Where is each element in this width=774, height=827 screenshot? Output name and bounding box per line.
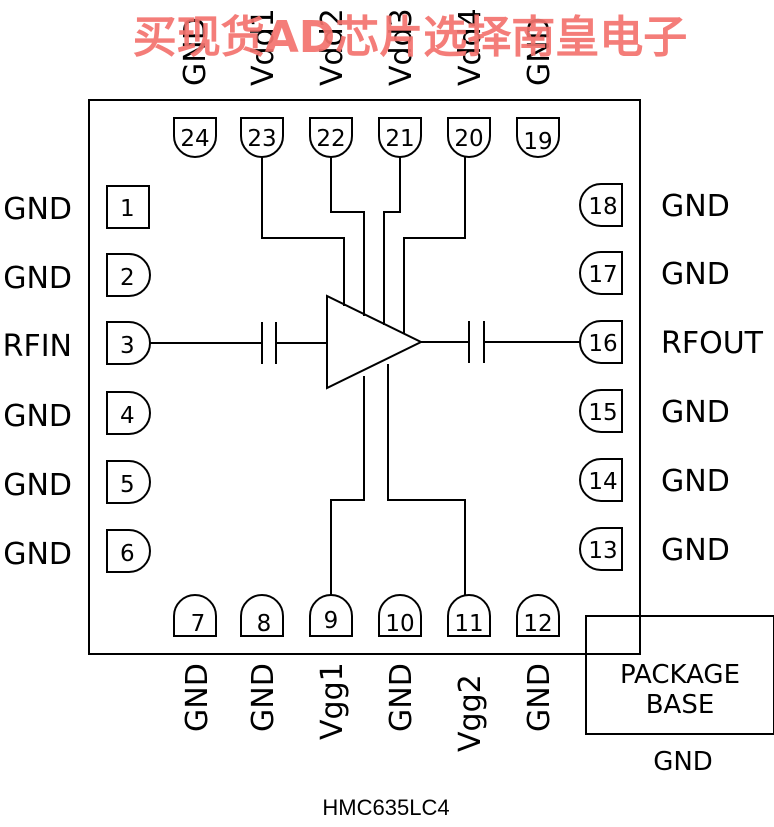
pin-1-number: 1 [120, 196, 135, 222]
pin-22-label: Vdd2 [315, 8, 350, 86]
pin-9-pad [309, 594, 353, 637]
pin-1-pad [106, 185, 150, 229]
pin-7-number: 7 [191, 611, 206, 637]
pin-2-pad [106, 253, 151, 297]
pin-20-pad [447, 117, 491, 158]
pin-5-number: 5 [120, 472, 135, 498]
internal-wiring [149, 152, 580, 596]
pin-13-label: GND [661, 533, 730, 568]
pin-17-label: GND [661, 257, 730, 292]
pin-4-pad [106, 391, 151, 435]
pin-21-number: 21 [385, 126, 414, 152]
pin-12-number: 12 [523, 611, 552, 637]
pin-20-label: Vdd4 [453, 8, 488, 86]
pin-18-number: 18 [588, 194, 617, 220]
pin-13-number: 13 [588, 538, 617, 564]
pin-8-number: 8 [257, 611, 272, 637]
pin-6-pad [106, 529, 151, 573]
pin-9-label: Vgg1 [315, 662, 350, 740]
pin-11-number: 11 [454, 611, 483, 637]
pin-15-number: 15 [588, 400, 617, 426]
pin-7-pad [173, 594, 217, 637]
pin-4-label: GND [3, 399, 72, 434]
left-pins: 1 2 3 4 5 6 GND GND RFIN GND GND GND [3, 185, 151, 573]
pin-11-label: Vgg2 [453, 674, 488, 752]
pin-15-label: GND [661, 395, 730, 430]
package-base-gnd: GND [653, 747, 713, 777]
pin-23-label: Vdd1 [246, 8, 281, 86]
pin-14-label: GND [661, 464, 730, 499]
pin-12-pad [516, 594, 560, 637]
pin-10-label: GND [384, 663, 419, 732]
pin-24-pad [173, 117, 217, 158]
top-pins: 24 23 22 21 20 19 GND Vdd1 Vdd2 Vdd3 Vdd… [173, 8, 560, 158]
pin-16-number: 16 [588, 331, 617, 357]
pin-2-label: GND [3, 261, 72, 296]
pin-19-pad [516, 117, 560, 158]
pin-21-pad [378, 117, 422, 158]
pin-1-label: GND [3, 192, 72, 227]
pin-17-pad [579, 251, 623, 295]
package-base-line2: BASE [646, 690, 715, 720]
pin-19-label: GND [522, 17, 557, 86]
pin-4-number: 4 [120, 403, 135, 429]
pin-14-number: 14 [588, 469, 617, 495]
pin-6-number: 6 [120, 541, 135, 567]
pin-10-number: 10 [385, 611, 414, 637]
pin-23-pad [240, 117, 284, 158]
pin-7-label: GND [180, 663, 215, 732]
pin-14-pad [579, 458, 623, 502]
pin-8-label: GND [246, 663, 281, 732]
pin-5-label: GND [3, 468, 72, 503]
package-base-box [585, 615, 774, 735]
pin-10-pad [378, 594, 422, 637]
pin-5-pad [106, 460, 151, 504]
right-pins: 18 17 16 15 14 13 GND GND RFOUT GND GND … [579, 183, 764, 571]
pin-21-label: Vdd3 [384, 8, 419, 86]
pin-22-pad [309, 117, 353, 158]
pin-19-number: 19 [523, 129, 552, 155]
pin-3-label: RFIN [3, 329, 72, 364]
pin-13-pad [579, 527, 623, 571]
bottom-pins: 7 8 9 10 11 12 GND GND Vgg1 GND Vgg2 GND [173, 594, 560, 752]
pin-2-number: 2 [120, 265, 135, 291]
pin-24-label: GND [178, 17, 213, 86]
pin-12-label: GND [522, 663, 557, 732]
pin-16-pad [579, 320, 623, 364]
pin-18-pad [579, 183, 623, 227]
pin-8-pad [240, 594, 284, 637]
pin-3-number: 3 [120, 333, 135, 359]
package-base-line1: PACKAGE [620, 660, 740, 690]
pin-18-label: GND [661, 189, 730, 224]
pin-24-number: 24 [180, 126, 209, 152]
part-number: HMC635LC4 [322, 795, 449, 820]
pin-16-label: RFOUT [661, 326, 764, 361]
pin-11-pad [447, 594, 491, 637]
pin-9-number: 9 [324, 608, 339, 634]
amplifier-symbol [326, 294, 424, 390]
pin-15-pad [579, 389, 623, 433]
pin-22-number: 22 [316, 126, 345, 152]
watermark-text: 买现货AD芯片选择南皇电子 [133, 12, 688, 63]
pin-23-number: 23 [247, 126, 276, 152]
pin-3-pad [106, 321, 151, 365]
pin-20-number: 20 [454, 126, 483, 152]
pin-17-number: 17 [588, 262, 617, 288]
pin-6-label: GND [3, 537, 72, 572]
